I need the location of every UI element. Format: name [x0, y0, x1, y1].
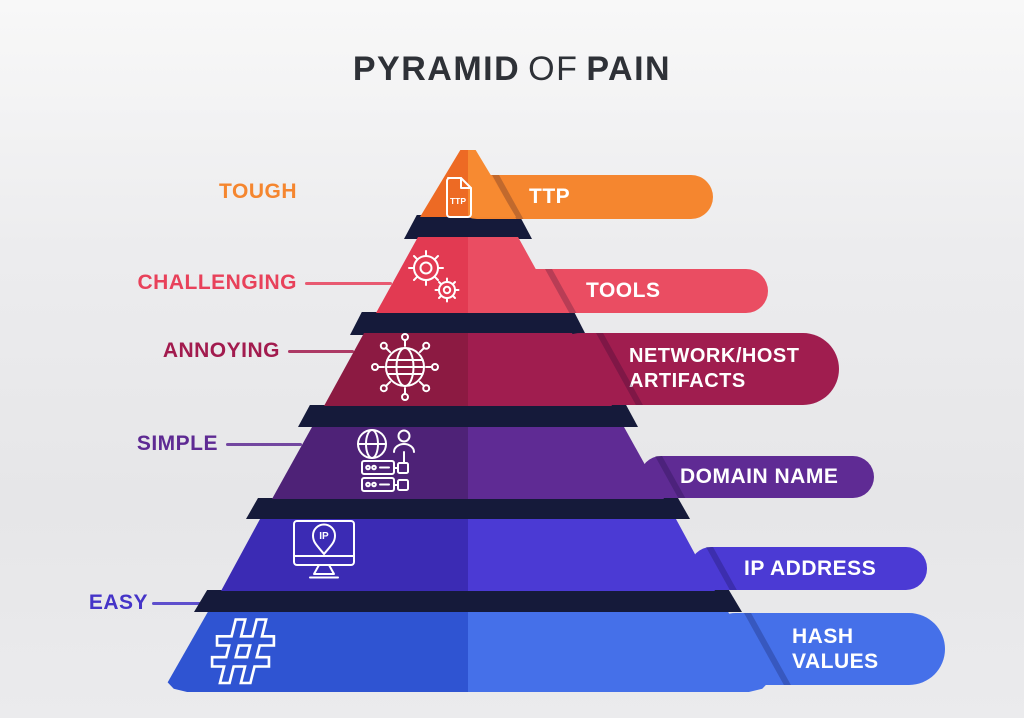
ip-address-banner: IP ADDRESS [690, 547, 927, 590]
level-domain-name [272, 427, 664, 499]
document-ttp-icon: TTP [441, 176, 475, 220]
pyramid-separator-2 [350, 312, 586, 335]
svg-text:#: # [206, 612, 280, 692]
pyramid-separator-5 [194, 590, 742, 612]
globe-server-user-icon [350, 425, 422, 495]
hash-icon: # [202, 612, 284, 692]
difficulty-label-easy: EASY [88, 591, 148, 614]
connector-line-easy [152, 602, 234, 605]
difficulty-label-challenging: CHALLENGING [137, 271, 297, 294]
domain-name-banner: DOMAIN NAME [640, 456, 874, 498]
connector-line-annoying [288, 350, 354, 353]
pyramid-separator-4 [246, 498, 690, 519]
title-word-pain: PAIN [586, 50, 672, 88]
title-word-pyramid: PYRAMID [352, 50, 521, 88]
title-word-of: OF [528, 50, 579, 88]
pyramid-separator-3 [298, 405, 638, 427]
ip-icon-text: IP [319, 531, 329, 542]
difficulty-label-tough: TOUGH [219, 180, 297, 203]
difficulty-label-simple: SIMPLE [136, 432, 218, 455]
monitor-ip-pin-icon: IP [288, 514, 360, 586]
level-hash-values [167, 612, 769, 692]
network-globe-icon [368, 331, 442, 403]
ip-address-banner-label: IP ADDRESS [744, 556, 877, 580]
network-host-banner-line1: NETWORK/HOST [629, 345, 800, 367]
connector-line-challenging [305, 282, 392, 285]
gears-icon [404, 246, 464, 306]
hash-values-banner-line2: VALUES [792, 650, 879, 673]
pyramid-separator-1 [404, 215, 532, 239]
difficulty-label-annoying: ANNOYING [162, 339, 280, 362]
ttp-banner-label: TTP [529, 185, 571, 208]
hash-values-banner-line1: HASH [792, 625, 854, 648]
domain-name-banner-label: DOMAIN NAME [680, 465, 839, 488]
ttp-banner: TTP [455, 175, 713, 219]
network-host-banner-line2: ARTIFACTS [629, 370, 746, 392]
tools-banner-label: TOOLS [586, 279, 661, 302]
ttp-icon-text: TTP [450, 196, 466, 206]
connector-line-simple [226, 443, 302, 446]
